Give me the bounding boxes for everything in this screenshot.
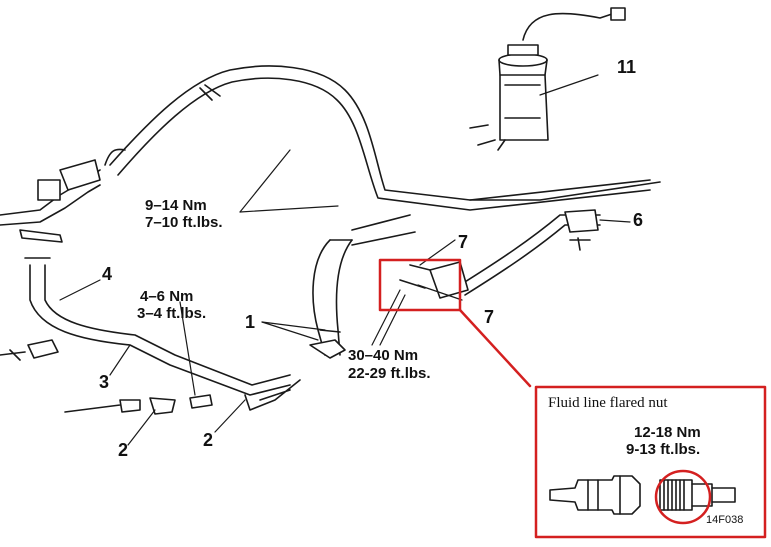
callout-7-bottom: 7 <box>484 307 495 327</box>
torque-spec-2-nm: 4–6 Nm <box>140 288 194 305</box>
callout-3: 3 <box>99 372 110 392</box>
reservoir-drawing <box>469 7 626 151</box>
torque-spec-2-ft: 3–4 ft.lbs. <box>137 305 207 322</box>
inset-fitting <box>549 469 736 525</box>
torque-spec-1-ft: 7–10 ft.lbs. <box>145 214 223 231</box>
figure-code: 14F038 <box>706 514 744 526</box>
left-fitting <box>0 159 101 243</box>
pressure-hose <box>309 214 416 359</box>
inset-title: Fluid line flared nut <box>548 395 668 411</box>
inset-torque-ft: 9-13 ft.lbs. <box>626 441 701 458</box>
inset-frame <box>534 385 767 539</box>
leader-lines <box>59 149 631 446</box>
right-lines <box>399 209 601 299</box>
highlight-connector <box>458 308 532 388</box>
upper-hoses <box>104 65 661 211</box>
lower-lines <box>0 257 301 415</box>
inset-torque-nm: 12-18 Nm <box>634 424 701 441</box>
callout-2-left: 2 <box>118 440 129 460</box>
callout-4: 4 <box>102 264 113 284</box>
callout-7-top: 7 <box>458 232 469 252</box>
callout-11: 11 <box>617 57 637 77</box>
torque-spec-3-ft: 22-29 ft.lbs. <box>348 365 431 382</box>
callout-6: 6 <box>633 210 644 230</box>
callout-1: 1 <box>245 312 256 332</box>
highlight-box <box>378 258 462 312</box>
torque-spec-3-nm: 30–40 Nm <box>348 347 419 364</box>
torque-spec-1-nm: 9–14 Nm <box>145 197 207 214</box>
callout-2-right: 2 <box>203 430 214 450</box>
